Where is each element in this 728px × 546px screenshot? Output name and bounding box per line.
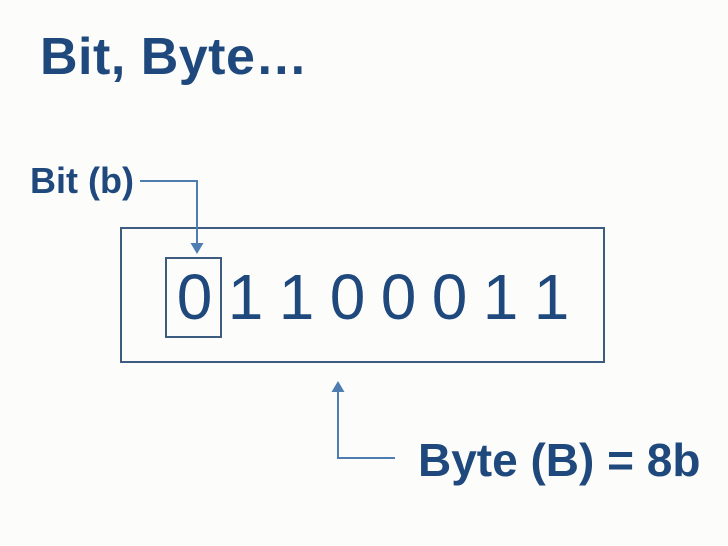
bit-digit: 0: [176, 261, 213, 333]
bit-digit: 1: [533, 261, 570, 333]
bit-digit: 0: [380, 261, 417, 333]
byte-label: Byte (B) = 8b: [418, 434, 701, 486]
arrow-up-icon: [331, 381, 345, 392]
bit-digit: 0: [431, 261, 468, 333]
first-bit-highlight-box: [165, 257, 222, 338]
bit-digit: 1: [227, 261, 264, 333]
byte-connector-line: [331, 381, 395, 459]
bit-digit: 1: [482, 261, 519, 333]
bit-digit: 1: [278, 261, 315, 333]
byte-box: [120, 227, 605, 363]
slide-title: Bit, Byte…: [40, 28, 308, 86]
bit-digit: 0: [329, 261, 366, 333]
bit-label: Bit (b): [30, 160, 134, 201]
